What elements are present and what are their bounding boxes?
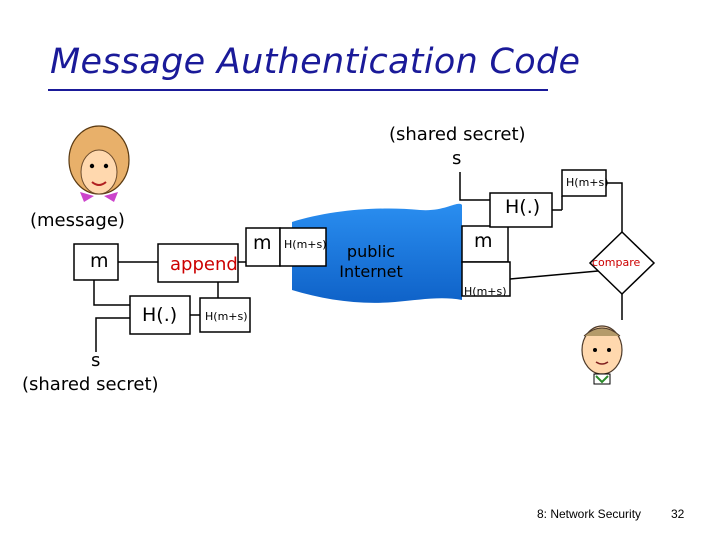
sent-hash-box	[279, 227, 327, 267]
receiver-computed-hash-label: H(m+s)	[566, 176, 609, 189]
slide-title: Message Authentication Code	[50, 42, 581, 82]
sent-hash-label: H(m+s)	[284, 238, 327, 251]
sender-hash-output-box	[199, 297, 251, 333]
footer-course: 8: Network Security	[537, 507, 642, 521]
title-underline	[48, 89, 548, 91]
computed-hash-to-compare-line	[606, 182, 623, 232]
compare-label: compare	[592, 256, 641, 269]
sender-hash-function-label: H(.)	[142, 304, 178, 326]
append-label: append	[170, 254, 238, 275]
sender-hash-box	[129, 295, 191, 335]
secret-s-bottom: s	[91, 350, 101, 371]
alice-icon	[68, 125, 130, 202]
sender-hash-output-label: H(m+s)	[205, 310, 248, 323]
footer-page-number: 32	[671, 507, 685, 521]
secret-s-top: s	[452, 148, 462, 169]
message-box	[73, 243, 119, 281]
shared-secret-bottom-label: (shared secret)	[22, 374, 159, 395]
m-down-to-hash-line	[93, 280, 130, 306]
receiver-hash-function-label: H(.)	[505, 196, 541, 218]
received-m-label: m	[474, 230, 493, 252]
received-hash-label: H(m+s)	[464, 285, 507, 298]
received-hash-to-compare-line	[509, 270, 599, 280]
receiver-hash-box	[489, 192, 553, 228]
append-box	[157, 243, 239, 283]
sent-m-label: m	[253, 232, 272, 254]
bob-icon	[581, 325, 623, 385]
message-label: (message)	[30, 210, 125, 231]
shared-secret-top-label: (shared secret)	[389, 124, 526, 145]
received-m-box	[461, 225, 509, 263]
s-to-receiver-hash-line	[459, 172, 490, 201]
receiver-computed-hash-box	[561, 169, 607, 197]
internet-label-line2: Internet	[339, 262, 403, 281]
internet-label-line1: public	[346, 242, 396, 261]
sent-m-box	[245, 227, 281, 267]
sender-m-label: m	[90, 250, 109, 272]
s-up-to-hash-line	[95, 317, 130, 352]
internet-cloud	[292, 203, 462, 303]
